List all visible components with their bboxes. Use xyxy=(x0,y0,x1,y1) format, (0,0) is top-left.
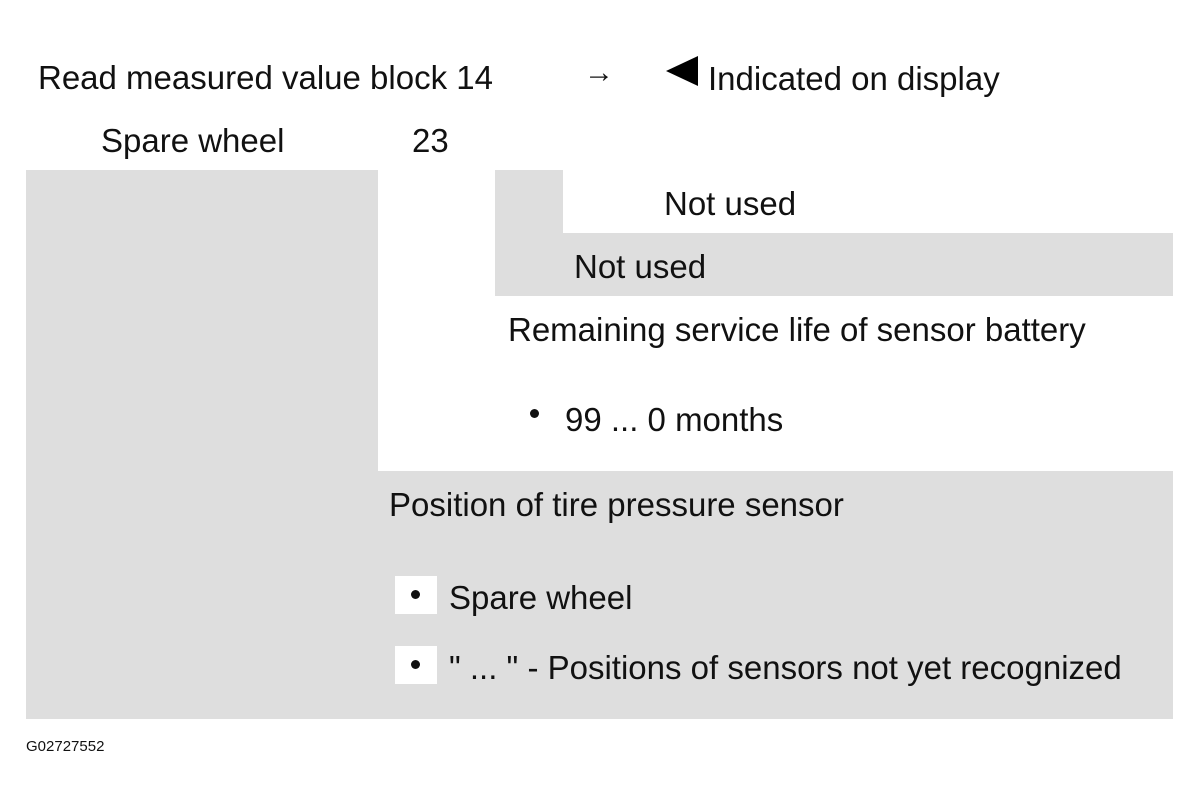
position-bullet-2 xyxy=(411,660,420,669)
battery-bullet xyxy=(530,409,539,418)
position-bullet-box-2 xyxy=(395,646,437,684)
block-label: Read measured value block 14 xyxy=(38,59,493,96)
arrow-right-icon: → xyxy=(584,56,614,89)
position-title: Position of tire pressure sensor xyxy=(389,486,844,523)
not-used-label-3: Not used xyxy=(574,248,707,285)
battery-title: Remaining service life of sensor battery xyxy=(508,311,1086,348)
position-bullet-box-1 xyxy=(395,576,437,614)
figure-code: G02727552 xyxy=(26,738,105,755)
field1-value: Spare wheel xyxy=(101,122,285,159)
display-label: Indicated on display xyxy=(708,60,1000,97)
field4-bracket-cutout xyxy=(563,170,1173,233)
field2-value: 23 xyxy=(412,122,449,159)
not-used-label-4: Not used xyxy=(664,185,797,222)
position-item-1: Spare wheel xyxy=(449,579,633,616)
display-triangle-icon xyxy=(666,56,698,86)
battery-item: 99 ... 0 months xyxy=(565,401,784,438)
position-item-2: " ... " - Positions of sensors not yet r… xyxy=(449,649,1122,686)
position-bullet-1 xyxy=(411,590,420,599)
